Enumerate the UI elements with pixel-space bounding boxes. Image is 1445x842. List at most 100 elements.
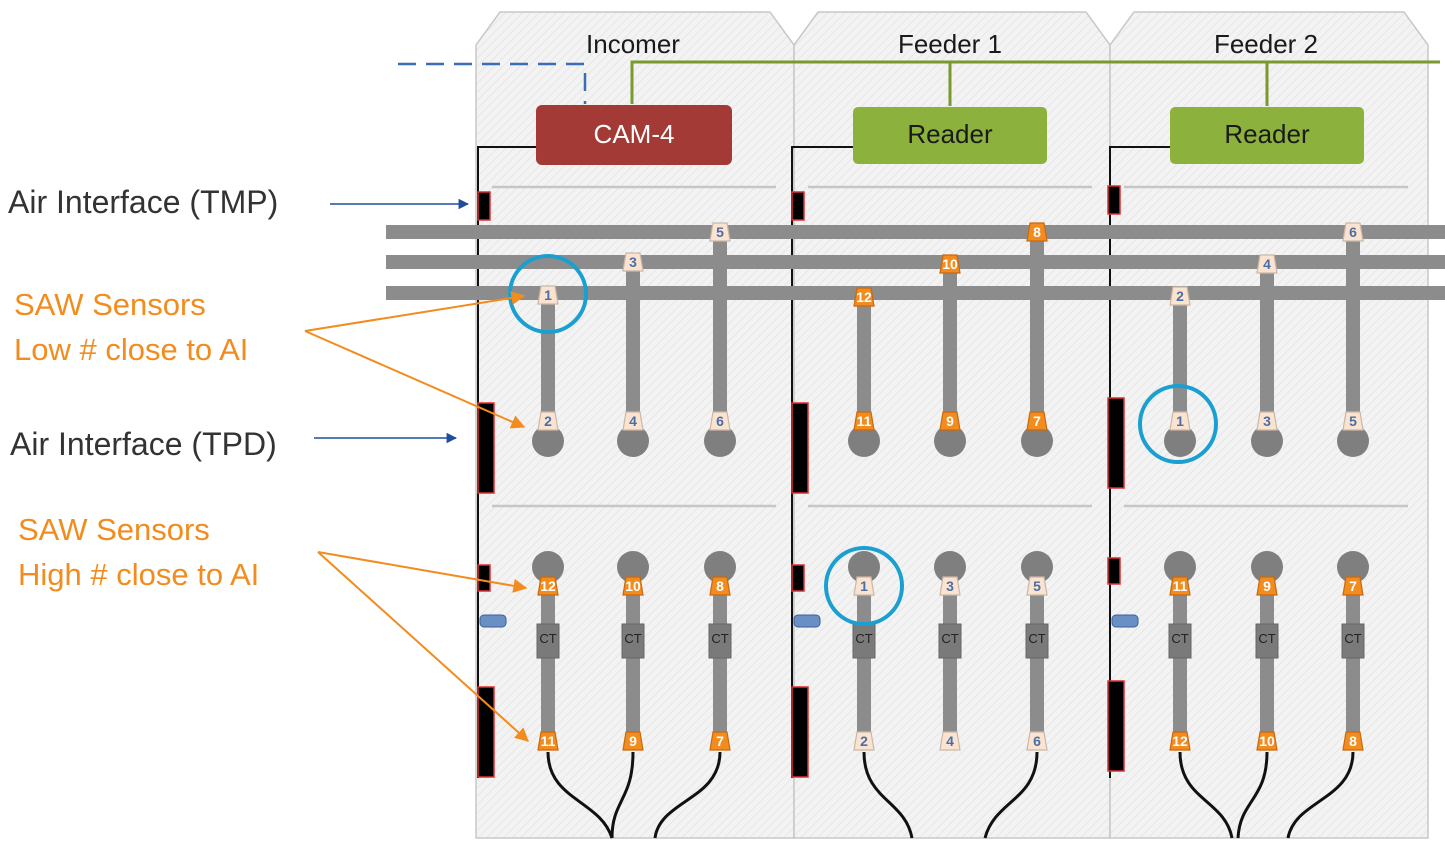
- conductor-lower-feeder2-1: [1173, 580, 1187, 740]
- saw-sensor-feeder1-upper-top-1-shape: [853, 287, 875, 307]
- saw-sensor-feeder2-lower-top-1: 11: [1169, 576, 1191, 596]
- saw-sensor-feeder2-lower-bottom-1-shape: [1169, 731, 1191, 751]
- saw-sensor-feeder2-lower-bottom-2-number: 10: [1259, 733, 1275, 749]
- saw-sensor-feeder1-upper-top-2-number: 10: [942, 256, 958, 272]
- conductor-lower-feeder2-2: [1260, 580, 1274, 740]
- compartment-dividers: [492, 185, 1408, 508]
- air-interface-antennas: [477, 185, 1125, 778]
- saw-sensor-feeder1-lower-top-2-shape: [939, 576, 961, 596]
- saw-high-label-line1: SAW Sensors: [18, 512, 210, 547]
- saw-sensor-feeder1-upper-top-1-number: 12: [856, 289, 872, 305]
- saw-sensor-feeder2-lower-top-1-number: 11: [1173, 578, 1188, 594]
- saw-sensor-incomer-lower-top-2: 10: [622, 576, 644, 596]
- stress-cone-upper-incomer-3: [704, 425, 736, 457]
- saw-sensor-incomer-lower-bottom-1-number: 11: [541, 733, 556, 749]
- reader-feeder-2: Reader: [1170, 107, 1364, 164]
- ct-label: CT: [539, 631, 556, 646]
- saw-sensor-feeder1-lower-top-3: 5: [1026, 576, 1048, 596]
- ct-feeder1-1: CT: [852, 623, 876, 659]
- saw-sensor-feeder2-upper-top-1-shape: [1169, 286, 1191, 306]
- ct-feeder1-3: CT: [1025, 623, 1049, 659]
- conductor-upper-feeder2-3: [1346, 232, 1360, 420]
- saw-sensor-feeder2-upper-bottom-1: 1: [1169, 411, 1191, 431]
- saw-sensor-feeder1-lower-bottom-3: 6: [1026, 731, 1048, 751]
- stress-cone-upper-feeder1-2: [934, 425, 966, 457]
- saw-sensor-incomer-upper-bottom-1-number: 2: [544, 413, 552, 429]
- reader-bus-line: [630, 60, 1440, 104]
- ct-label: CT: [1258, 631, 1275, 646]
- saw-sensor-incomer-lower-bottom-3-shape: [709, 731, 731, 751]
- conductor-lower-incomer-1: [541, 580, 555, 740]
- saw-sensor-incomer-upper-top-2-number: 3: [629, 254, 637, 270]
- saw-sensor-feeder1-upper-top-3-shape: [1026, 222, 1048, 242]
- ct-incomer-3: CT: [708, 623, 732, 659]
- cable-4: [862, 751, 914, 839]
- saw-sensor-feeder1-upper-top-3: 8: [1026, 222, 1048, 242]
- stress-cone-lower-incomer-3: [704, 551, 736, 583]
- stress-cone-lower-feeder1-2: [934, 551, 966, 583]
- conductor-upper-incomer-1: [541, 295, 555, 420]
- saw-sensor-feeder2-lower-bottom-3-number: 8: [1349, 733, 1357, 749]
- saw-sensor-incomer-upper-bottom-1-shape: [537, 411, 559, 431]
- saw-sensor-feeder2-lower-bottom-1-number: 12: [1172, 733, 1188, 749]
- panel-title-incomer: Incomer: [586, 29, 680, 59]
- saw-sensor-feeder2-lower-bottom-3-shape: [1342, 731, 1364, 751]
- cable-8: [1286, 751, 1355, 839]
- saw-sensor-feeder1-upper-top-2-shape: [939, 254, 961, 274]
- antenna-connectors: [479, 614, 1139, 628]
- saw-sensor-feeder1-lower-top-1-shape: [853, 576, 875, 596]
- reader-feeder-1: Reader: [853, 107, 1047, 164]
- conductor-upper-feeder1-3: [1030, 232, 1044, 420]
- saw-sensor-feeder2-lower-bottom-3: 8: [1342, 731, 1364, 751]
- reader-label-feeder-1: Reader: [907, 119, 993, 149]
- saw-sensor-feeder2-upper-bottom-2-number: 3: [1263, 413, 1271, 429]
- saw-sensor-incomer-upper-bottom-3-number: 6: [716, 413, 724, 429]
- saw-sensor-incomer-lower-bottom-2-shape: [622, 731, 644, 751]
- saw-sensor-feeder1-lower-top-3-shape: [1026, 576, 1048, 596]
- stress-cone-upper-feeder2-3: [1337, 425, 1369, 457]
- conductor-upper-incomer-3: [713, 232, 727, 420]
- saw-sensor-feeder1-lower-top-2: 3: [939, 576, 961, 596]
- saw-sensor-incomer-upper-bottom-2-shape: [622, 411, 644, 431]
- stress-cone-lower-feeder2-2: [1251, 551, 1283, 583]
- saw-sensor-incomer-upper-bottom-1: 2: [537, 411, 559, 431]
- highlight-circles: [508, 254, 1218, 626]
- saw-sensor-incomer-upper-top-1: 1: [537, 285, 559, 305]
- saw-sensor-incomer-lower-bottom-1-shape: [537, 731, 559, 751]
- saw-sensor-feeder2-lower-top-2-shape: [1256, 576, 1278, 596]
- saw-sensor-feeder1-upper-bottom-3-number: 7: [1033, 413, 1041, 429]
- stress-cone-upper-feeder1-3: [1021, 425, 1053, 457]
- conductor-lower-incomer-3: [713, 580, 727, 740]
- conductor-upper-incomer-2: [626, 262, 640, 420]
- stress-cone-upper-feeder2-2: [1251, 425, 1283, 457]
- saw-sensor-feeder1-upper-bottom-2-number: 9: [946, 413, 954, 429]
- saw-sensor-feeder1-upper-bottom-3: 7: [1026, 411, 1048, 431]
- saw-sensor-incomer-upper-bottom-3: 6: [709, 411, 731, 431]
- ct-feeder2-1: CT: [1168, 623, 1192, 659]
- highlight-circle-feeder-2: [1138, 384, 1218, 464]
- saw-sensor-feeder2-upper-bottom-2-shape: [1256, 411, 1278, 431]
- saw-sensor-incomer-lower-top-3: 8: [709, 576, 731, 596]
- saw-sensor-feeder1-lower-bottom-1-number: 2: [860, 733, 868, 749]
- ct-feeder2-2: CT: [1255, 623, 1279, 659]
- saw-sensor-incomer-upper-top-2-shape: [622, 252, 644, 272]
- saw-sensor-feeder2-lower-top-3-number: 7: [1349, 578, 1357, 594]
- cam-4-label: CAM-4: [594, 119, 675, 149]
- saw-sensor-incomer-upper-top-1-shape: [537, 285, 559, 305]
- saw-sensor-feeder2-upper-bottom-1-number: 1: [1176, 413, 1184, 429]
- saw-sensor-feeder1-lower-top-2-number: 3: [946, 578, 954, 594]
- saw-sensor-feeder2-upper-top-1: 2: [1169, 286, 1191, 306]
- saw-sensor-incomer-upper-top-1-number: 1: [544, 287, 552, 303]
- saw-sensor-feeder2-upper-top-3-shape: [1342, 222, 1364, 242]
- saw-sensor-feeder1-lower-bottom-2-shape: [939, 731, 961, 751]
- saw-sensor-feeder1-lower-bottom-1: 2: [853, 731, 875, 751]
- saw-sensor-feeder1-lower-top-1: 1: [853, 576, 875, 596]
- conductor-upper-feeder2-2: [1260, 264, 1274, 420]
- saw-sensor-feeder1-lower-top-1-number: 1: [860, 578, 868, 594]
- ct-label: CT: [711, 631, 728, 646]
- saw-sensor-feeder2-upper-top-1-number: 2: [1176, 288, 1184, 304]
- panel-title-feeder-2: Feeder 2: [1214, 29, 1318, 59]
- saw-sensor-feeder1-lower-bottom-2-number: 4: [946, 733, 954, 749]
- saw-sensor-feeder2-upper-top-3: 6: [1342, 222, 1364, 242]
